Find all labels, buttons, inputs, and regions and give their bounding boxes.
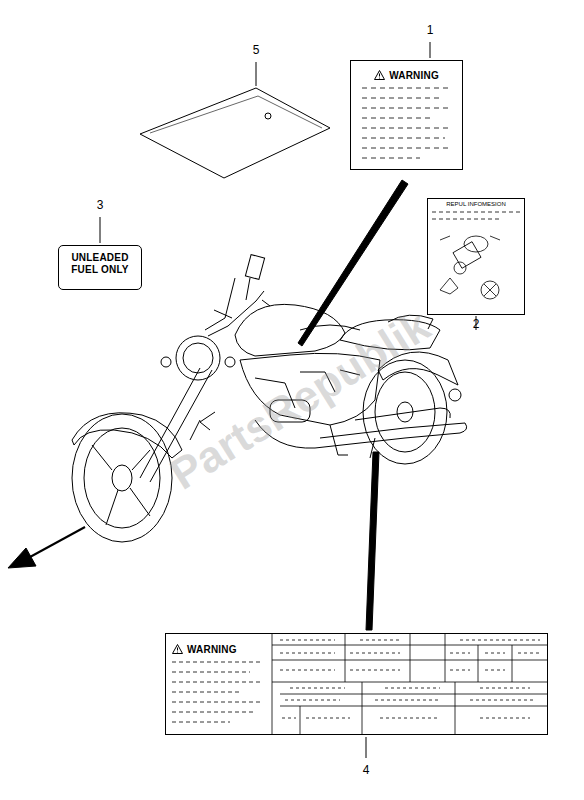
callout-number: 5 <box>253 44 260 56</box>
leader-line <box>366 737 367 758</box>
leader-line <box>100 217 101 243</box>
label-header: WARNING <box>357 65 456 83</box>
direction-arrow <box>30 527 85 557</box>
label-text: WARNING <box>389 70 439 81</box>
warning-label: WARNING <box>165 633 548 735</box>
motorcycle <box>72 255 467 542</box>
callout-number: 4 <box>363 764 370 776</box>
envelope-flap <box>150 96 322 133</box>
label-header: REPUL INFOMESION <box>432 201 520 208</box>
label-pictures <box>432 212 520 299</box>
leader-line <box>430 42 431 58</box>
fuel-label: UNLEADED FUEL ONLY <box>58 245 142 290</box>
label-header: WARNING <box>172 639 541 657</box>
envelope <box>140 88 330 178</box>
warning-triangle <box>172 644 183 654</box>
label-text: UNLEADED FUEL ONLY <box>63 252 137 276</box>
warning-label: WARNING <box>350 60 463 170</box>
envelope-hole <box>265 113 271 119</box>
watermark: PartsRepublik <box>163 303 437 497</box>
label-text: WARNING <box>187 644 237 655</box>
direction-arrow-head <box>8 548 36 568</box>
info-label: REPUL INFOMESION <box>427 198 525 315</box>
label-text-lines <box>362 88 452 158</box>
callout-number: 2 <box>473 318 480 330</box>
label-table <box>172 633 548 735</box>
label-header: UNLEADED FUEL ONLY <box>63 252 137 276</box>
callout-number: 3 <box>97 199 104 211</box>
label-text: REPUL INFOMESION <box>432 201 520 208</box>
pointer-line <box>366 452 379 630</box>
callout-number: 1 <box>427 24 434 36</box>
leader-line <box>256 62 257 86</box>
warning-triangle <box>374 70 385 80</box>
